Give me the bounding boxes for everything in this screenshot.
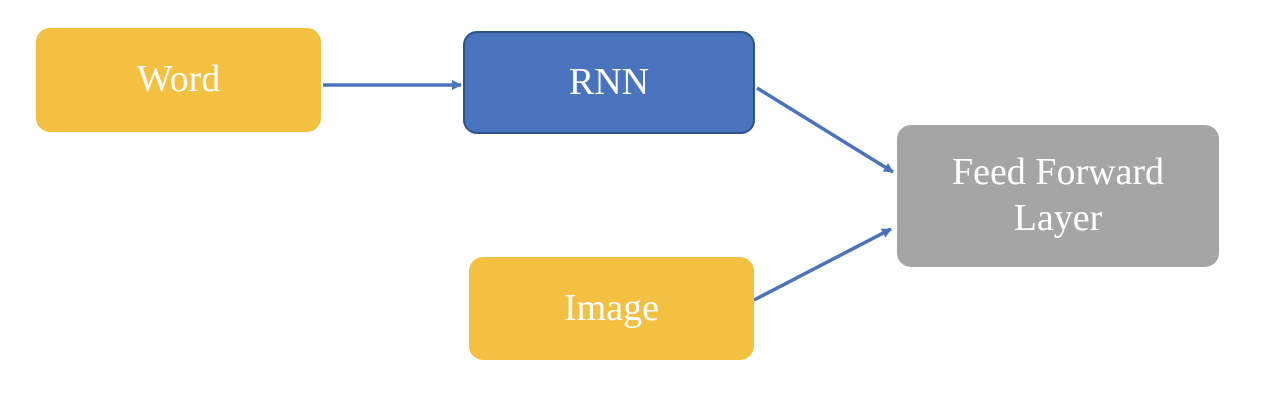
word-node: Word [36, 28, 321, 132]
feed-forward-layer-node: Feed Forward Layer [897, 125, 1219, 267]
arrow-rnn-to-feed-forward [756, 86, 894, 174]
feed-forward-label-line-2: Layer [1013, 197, 1103, 239]
rnn-label: RNN [568, 60, 650, 103]
image-label: Image [564, 286, 659, 329]
rnn-node: RNN [463, 31, 755, 134]
image-node: Image [469, 257, 754, 360]
word-label: Word [136, 58, 221, 101]
arrow-image-to-feed-forward [753, 227, 892, 302]
feed-forward-label-line-1: Feed Forward [951, 151, 1165, 194]
